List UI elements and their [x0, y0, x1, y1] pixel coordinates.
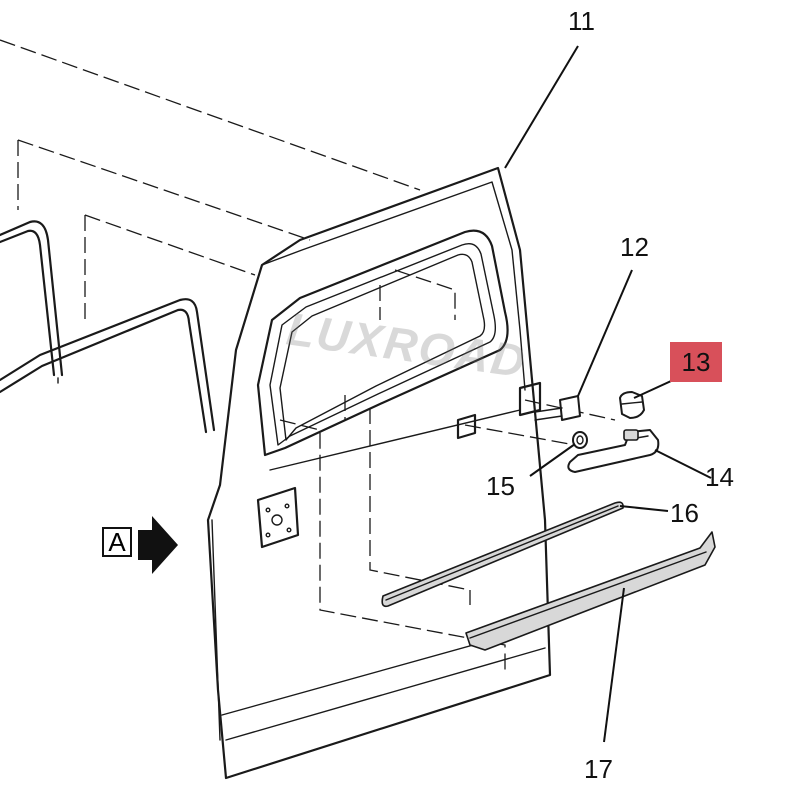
- part-12-pad: [534, 395, 581, 421]
- callout-12: 12: [620, 232, 649, 262]
- window-seal-left: [0, 220, 216, 434]
- callout-17: 17: [584, 754, 613, 784]
- part-16-upper-molding: [381, 501, 624, 608]
- callout-16: 16: [670, 498, 699, 528]
- callout-15: 15: [486, 471, 515, 501]
- callout-11: 11: [568, 6, 595, 36]
- callout-leader-lines: [504, 45, 712, 743]
- callout-14: 14: [705, 462, 734, 492]
- part-17-lower-molding: [465, 531, 716, 651]
- part-15-washer: [572, 431, 588, 449]
- door-panel: [206, 166, 552, 780]
- part-13-cap: [619, 391, 645, 419]
- callout-13: 13: [670, 342, 722, 382]
- view-label-box: A: [102, 527, 132, 557]
- view-direction-arrow-icon: [138, 516, 178, 574]
- assembly-guide-lines: [0, 39, 616, 670]
- part-14-handle: [567, 429, 660, 473]
